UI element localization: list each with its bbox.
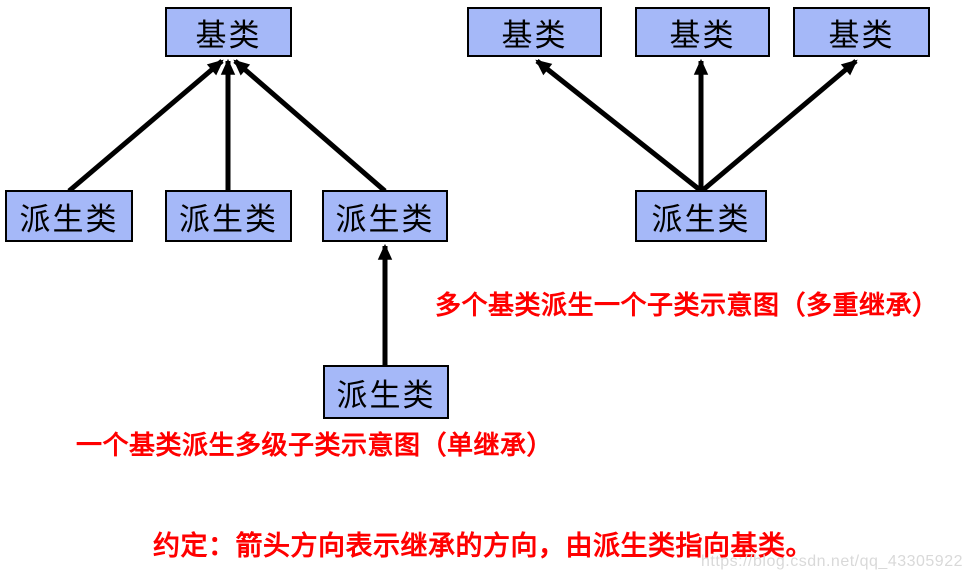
multiple-inheritance-diagram-node-base-class: 基类 — [635, 7, 770, 57]
single-inheritance-diagram-node-derived-class: 派生类 — [165, 190, 292, 242]
inheritance-arrow — [67, 59, 224, 193]
csdn-watermark: https://blog.csdn.net/qq_43305922 — [700, 553, 963, 570]
multiple-inheritance-diagram-node-base-class: 基类 — [793, 7, 930, 57]
single-inheritance-caption: 一个基类派生多级子类示意图（单继承） — [76, 431, 554, 460]
multiple-inheritance-caption: 多个基类派生一个子类示意图（多重继承） — [435, 291, 939, 320]
inheritance-arrow — [535, 59, 702, 192]
single-inheritance-diagram-node-base-class: 基类 — [165, 7, 292, 57]
footer-note: 约定：箭头方向表示继承的方向，由派生类指向基类。 — [153, 531, 813, 561]
single-inheritance-diagram-node-derived-class: 派生类 — [322, 190, 448, 242]
single-inheritance-diagram-node-derived-class: 派生类 — [5, 190, 133, 242]
multiple-inheritance-diagram-node-derived-class: 派生类 — [635, 190, 767, 242]
single-inheritance-diagram-node-derived-class: 派生类 — [323, 365, 449, 419]
inheritance-arrow — [233, 59, 387, 193]
inheritance-arrow — [701, 59, 858, 192]
multiple-inheritance-diagram-node-base-class: 基类 — [467, 7, 602, 57]
